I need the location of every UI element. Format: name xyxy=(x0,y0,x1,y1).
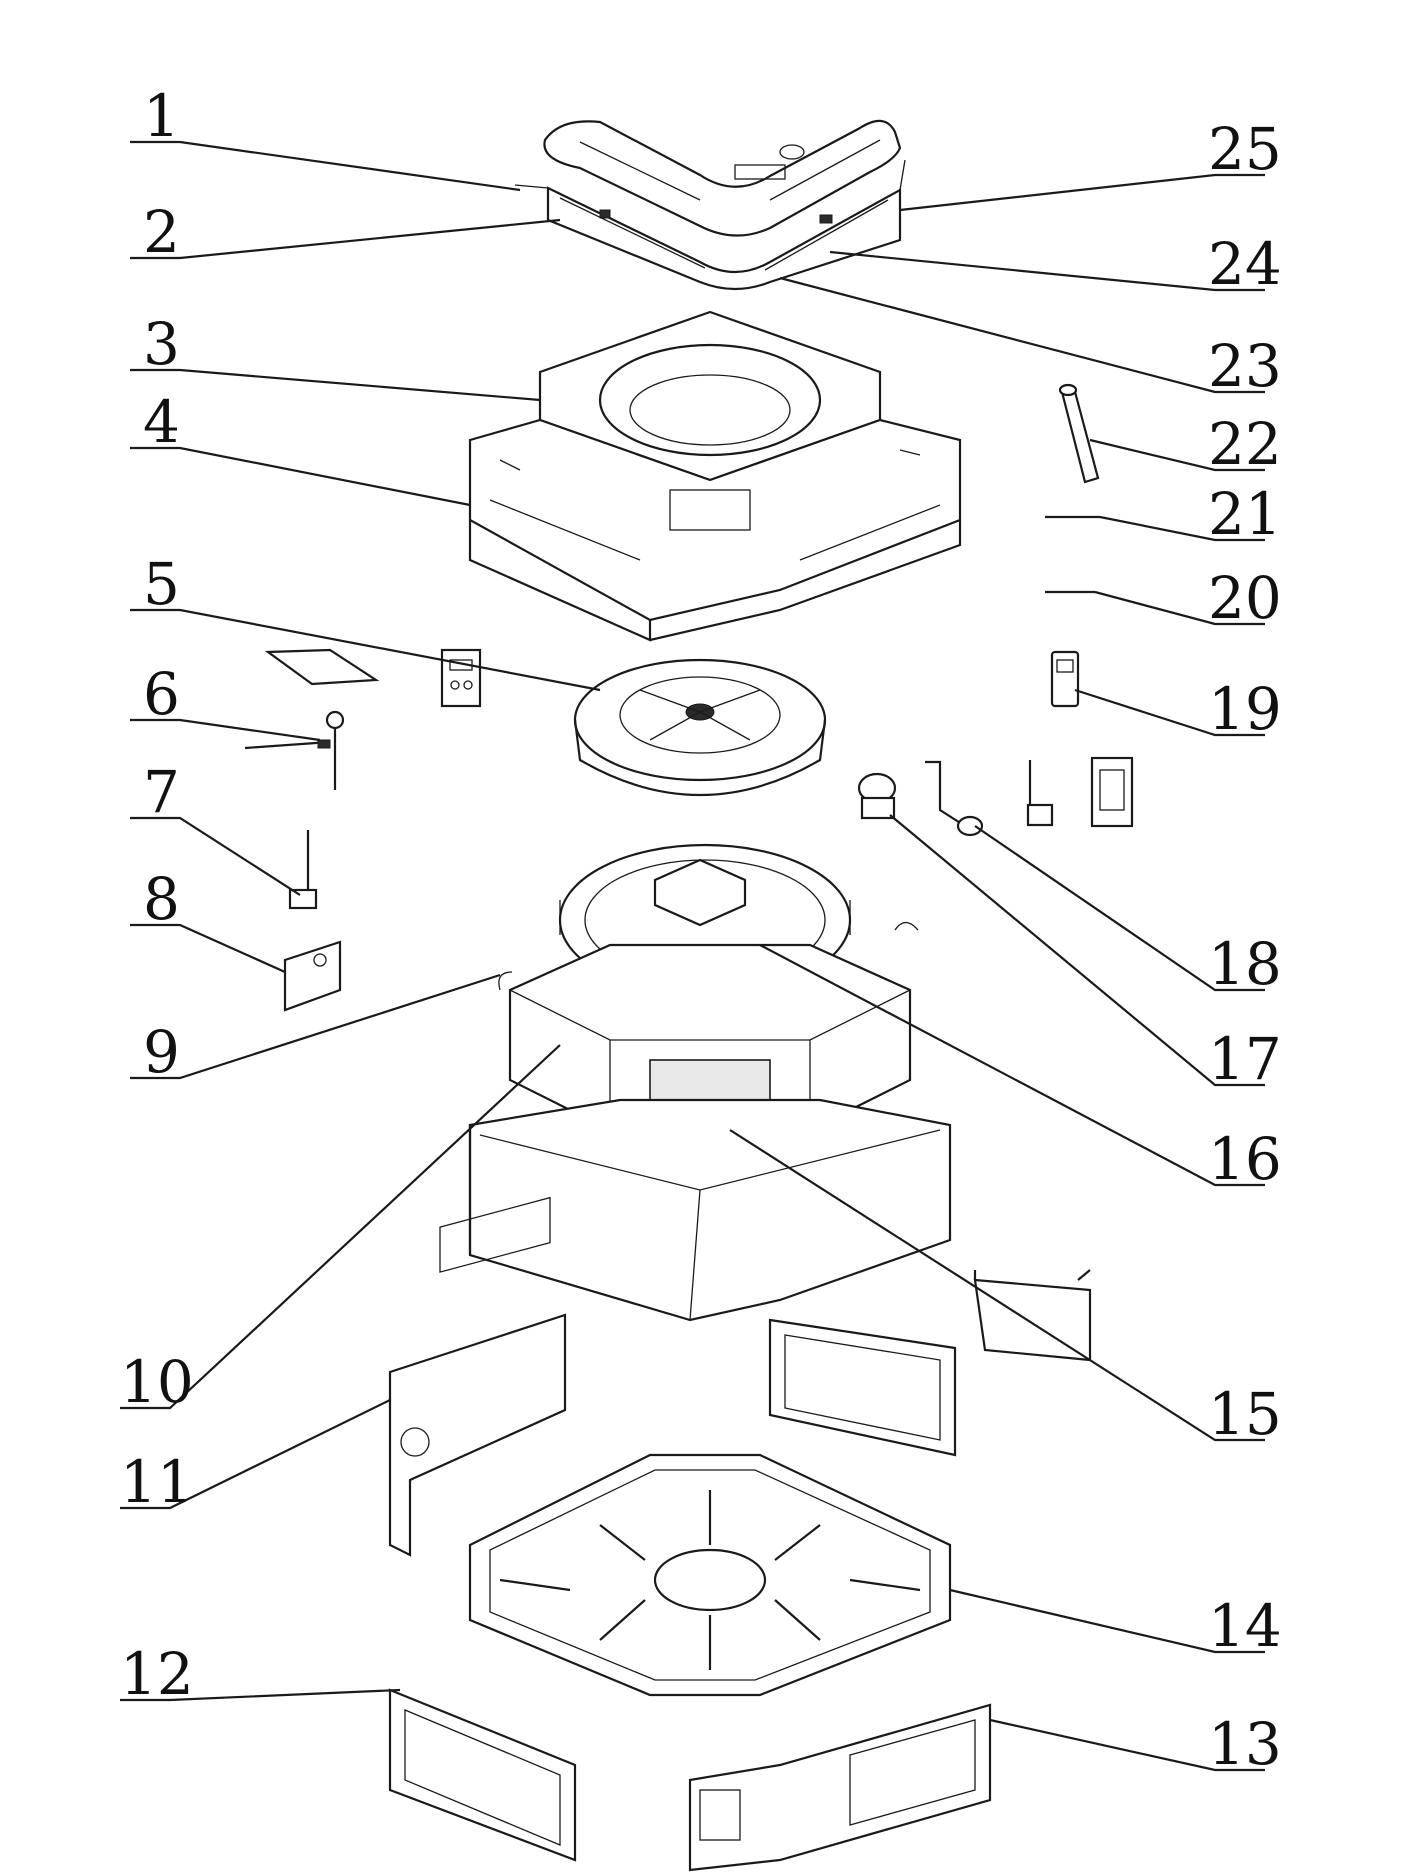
leader-lines xyxy=(120,140,1265,1772)
part-small-switch xyxy=(1026,760,1054,827)
part-22-drain-hose xyxy=(1058,383,1100,484)
leader-5 xyxy=(130,608,601,692)
part-19-remote-control xyxy=(1050,650,1080,708)
leader-17 xyxy=(889,814,1265,1087)
callout-24: 24 xyxy=(1208,230,1282,298)
callout-labels: 1 2 3 4 5 6 7 8 9 10 11 12 13 14 15 16 1… xyxy=(120,82,1282,1778)
leader-1 xyxy=(130,140,521,192)
part-7-float-switch xyxy=(288,830,318,910)
leader-15 xyxy=(729,1129,1265,1442)
part-14-bottom-base xyxy=(468,1453,952,1697)
part-right-side-panel xyxy=(768,1318,957,1457)
leader-23 xyxy=(779,276,1265,394)
part-3-top-frame xyxy=(538,310,882,482)
leader-18 xyxy=(974,825,1265,992)
part-display-board xyxy=(440,648,482,708)
leader-8 xyxy=(130,923,286,974)
callout-12: 12 xyxy=(120,1640,194,1708)
leader-3 xyxy=(130,368,541,402)
leader-9 xyxy=(130,973,501,1080)
callout-15: 15 xyxy=(1208,1380,1282,1448)
part-2-control-tray xyxy=(514,159,906,291)
part-4-main-housing xyxy=(468,418,962,642)
callout-8: 8 xyxy=(143,865,180,933)
part-11-side-panel xyxy=(388,1196,567,1557)
callout-22: 22 xyxy=(1208,410,1282,478)
leader-24 xyxy=(829,250,1265,292)
callout-3: 3 xyxy=(143,310,180,378)
callout-1: 1 xyxy=(143,82,180,150)
leader-25 xyxy=(899,173,1265,212)
leader-14 xyxy=(949,1588,1265,1654)
callout-18: 18 xyxy=(1208,930,1282,998)
callout-11: 11 xyxy=(120,1448,194,1516)
callout-20: 20 xyxy=(1208,564,1282,632)
leader-4 xyxy=(130,446,471,507)
leader-7 xyxy=(130,816,301,896)
callout-2: 2 xyxy=(143,198,180,266)
callout-10: 10 xyxy=(120,1348,194,1416)
part-drain-pan xyxy=(468,1098,952,1322)
leader-22 xyxy=(1089,438,1265,472)
leader-21 xyxy=(1099,515,1265,542)
leader-6 xyxy=(130,718,321,742)
callout-17: 17 xyxy=(1208,1025,1282,1093)
part-6-sensor xyxy=(244,710,345,790)
leader-2 xyxy=(130,218,561,260)
part-5-centrifugal-fan xyxy=(573,658,827,796)
callout-25: 25 xyxy=(1208,115,1282,183)
callout-21: 21 xyxy=(1208,480,1282,548)
part-small-bracket xyxy=(1090,756,1134,828)
part-18-pipe-fitting xyxy=(925,760,984,837)
part-12-bottom-panel xyxy=(388,1688,577,1862)
callout-23: 23 xyxy=(1208,332,1282,400)
callout-5: 5 xyxy=(143,550,180,618)
callout-6: 6 xyxy=(143,660,180,728)
leader-19 xyxy=(1074,688,1265,737)
leader-11 xyxy=(120,1399,391,1510)
callout-4: 4 xyxy=(143,388,180,456)
leader-13 xyxy=(989,1718,1265,1772)
part-1-corner-cover xyxy=(543,119,902,237)
callout-13: 13 xyxy=(1208,1710,1282,1778)
callout-7: 7 xyxy=(143,758,180,826)
part-13-bottom-panel xyxy=(688,1703,992,1872)
callout-14: 14 xyxy=(1208,1592,1282,1660)
leader-12 xyxy=(120,1688,401,1702)
leader-16 xyxy=(759,944,1265,1187)
callout-19: 19 xyxy=(1208,675,1282,743)
leader-20 xyxy=(1094,590,1265,626)
part-17-drain-pump xyxy=(857,772,897,820)
part-15-side-bracket xyxy=(973,1269,1092,1362)
part-filter-clip xyxy=(264,648,380,686)
leader-10 xyxy=(120,1044,561,1410)
callout-9: 9 xyxy=(143,1018,180,1086)
callout-16: 16 xyxy=(1208,1125,1282,1193)
part-8-bracket-plate xyxy=(283,940,342,1012)
